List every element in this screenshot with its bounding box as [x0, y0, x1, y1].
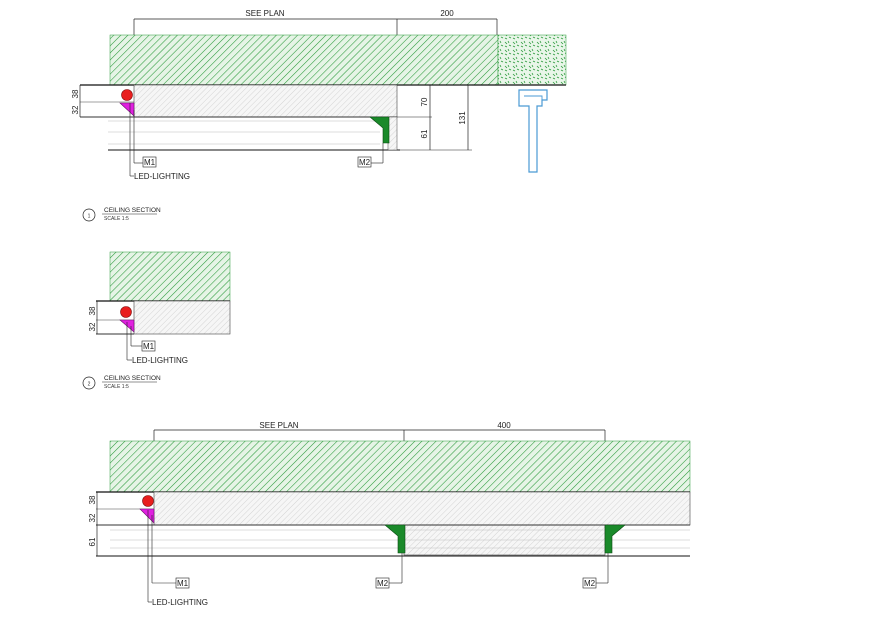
- led-light-icon: [120, 306, 132, 318]
- m2-profile-icon: [369, 116, 390, 144]
- pipe-bracket: [518, 89, 548, 173]
- section-number: 2: [88, 382, 91, 388]
- led-profile-icon: [119, 102, 135, 117]
- dim-label-see-plan: SEE PLAN: [245, 9, 284, 18]
- section-number: 1: [88, 214, 91, 220]
- led-lighting-label: LED-LIGHTING: [134, 172, 190, 181]
- tag-m2: [375, 577, 390, 589]
- dim-label-400: 400: [497, 421, 511, 430]
- concrete-slab: [109, 440, 691, 493]
- led-profile-icon: [139, 508, 155, 524]
- dim-label-32: 32: [88, 322, 97, 331]
- dim-label-200: 200: [440, 9, 454, 18]
- dim-label-131: 131: [458, 111, 467, 125]
- dim-label-38: 38: [71, 89, 80, 98]
- tag-m1-label: M1: [177, 579, 189, 588]
- ceiling-board: [153, 491, 691, 526]
- tag-m2: [582, 577, 597, 589]
- section-scale: SCALE 1:5: [104, 384, 129, 390]
- tag-m1: [141, 340, 156, 352]
- tag-m1-label: M1: [144, 158, 156, 167]
- wall-return: [387, 116, 398, 151]
- led-light-icon: [121, 89, 133, 101]
- tag-m2: [357, 156, 372, 168]
- section-1: SEE PLAN 200 38 32 70 61 131: [71, 9, 567, 222]
- slab-edge-block: [497, 34, 567, 86]
- section-title: CEILING SECTION: [104, 207, 161, 214]
- ceiling-board: [133, 84, 398, 118]
- tag-m1: [175, 577, 190, 589]
- dim-label-61: 61: [420, 129, 429, 138]
- led-light-icon: [142, 495, 154, 507]
- led-lighting-label: LED-LIGHTING: [132, 356, 188, 365]
- dim-label-70: 70: [420, 97, 429, 106]
- tag-m2-label: M2: [377, 579, 389, 588]
- tag-m1-label: M1: [143, 342, 155, 351]
- tag-m2-label: M2: [584, 579, 596, 588]
- m2-profile-icon: [604, 524, 626, 554]
- pipe-bracket-inner: [524, 95, 543, 104]
- tag-m1: [142, 156, 157, 168]
- section-2: 38 32 M1 LED-LIGHTING 2 CEILING SECTION …: [82, 251, 231, 390]
- tag-m2-label: M2: [359, 158, 371, 167]
- dim-label-38: 38: [88, 306, 97, 315]
- concrete-slab: [109, 251, 231, 302]
- dim-label-see-plan: SEE PLAN: [259, 421, 298, 430]
- m2-profile-icon: [384, 524, 406, 554]
- ceiling-board: [133, 300, 231, 335]
- section-3: SEE PLAN 400 38 32 61 M1 LED-LIGHTING M2: [88, 421, 691, 607]
- section-scale: SCALE 1:5: [104, 216, 129, 222]
- led-lighting-label: LED-LIGHTING: [152, 598, 208, 607]
- section-title: CEILING SECTION: [104, 375, 161, 382]
- dim-label-38: 38: [88, 495, 97, 504]
- dim-label-32: 32: [71, 105, 80, 114]
- section-number-badge: [82, 208, 96, 222]
- concrete-slab: [109, 34, 499, 86]
- section-number-badge: [82, 376, 96, 390]
- dim-label-32: 32: [88, 513, 97, 522]
- dim-label-61: 61: [88, 537, 97, 546]
